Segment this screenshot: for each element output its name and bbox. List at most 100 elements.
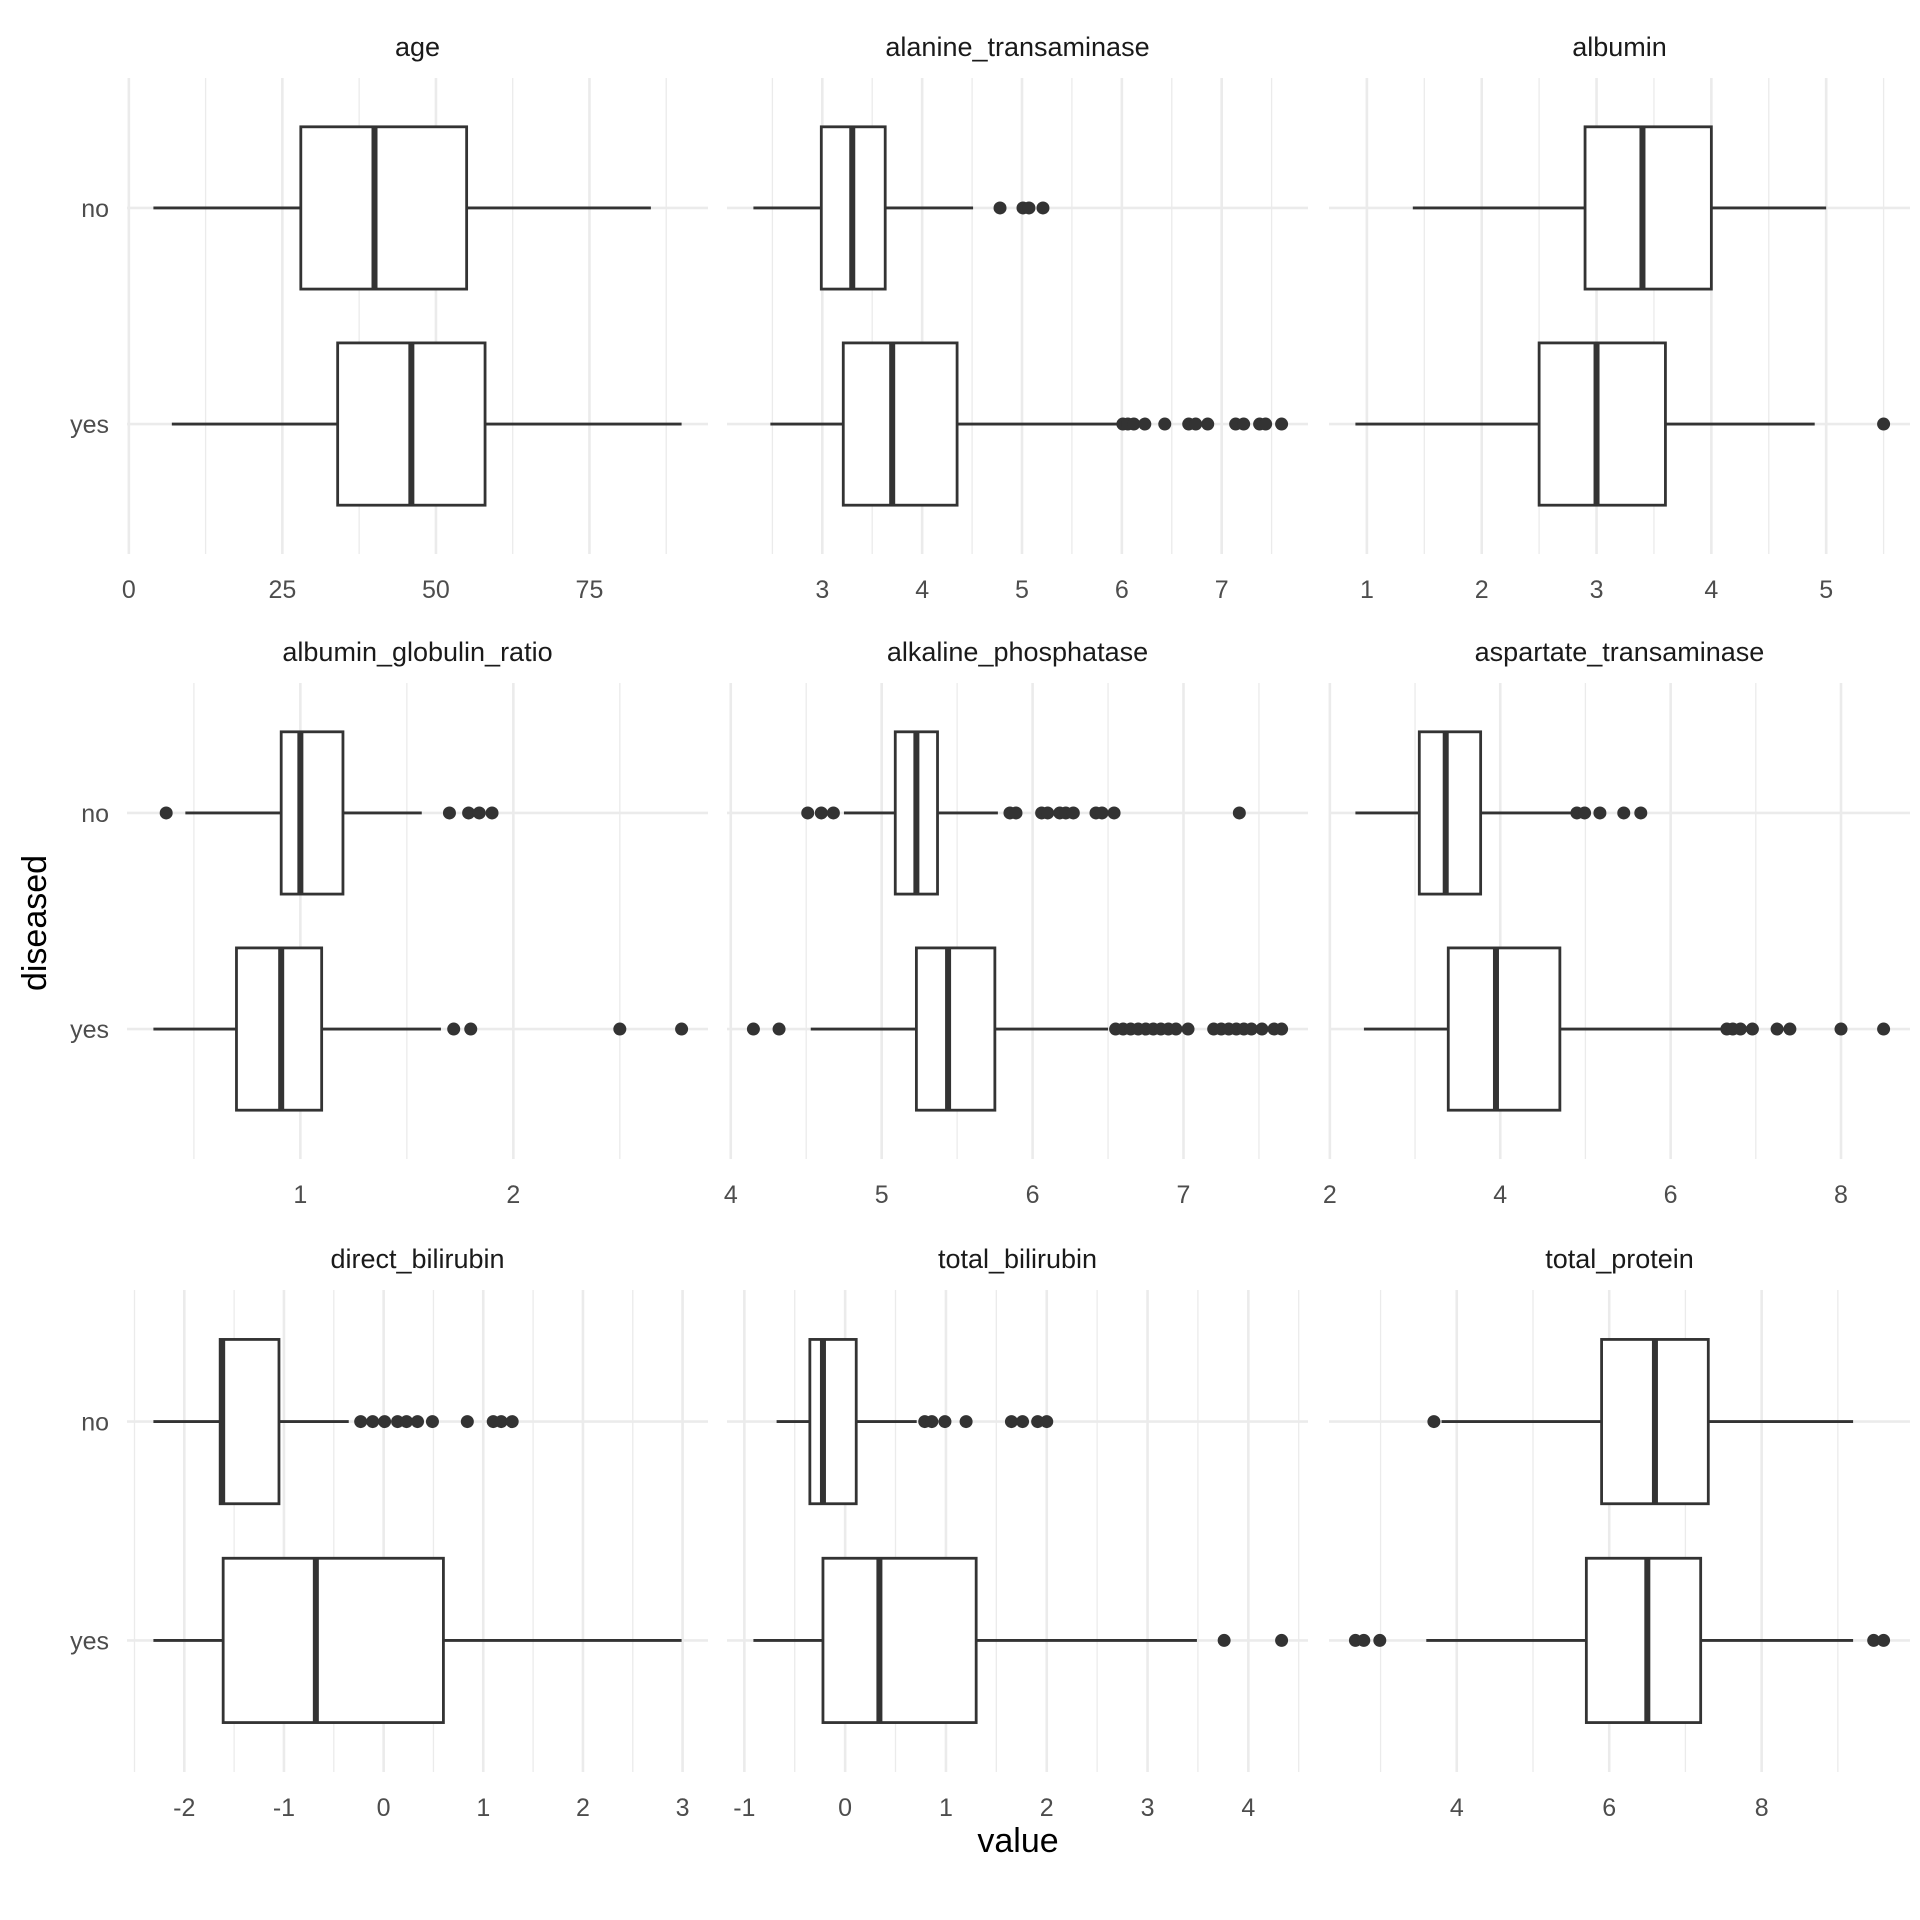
x-tick-label: 2	[1040, 1794, 1054, 1822]
box-no	[1355, 730, 1648, 896]
outlier-point	[1181, 1022, 1195, 1036]
outlier-point	[938, 1415, 952, 1429]
outlier-point	[485, 806, 499, 820]
outlier-point	[801, 806, 815, 820]
x-tick-label: 6	[1664, 1181, 1678, 1209]
x-tick-label: 3	[1141, 1794, 1155, 1822]
x-tick-label: 0	[377, 1794, 391, 1822]
facet-title: total_protein	[1545, 1244, 1694, 1274]
outlier-point	[378, 1415, 392, 1429]
iqr-box	[218, 1338, 281, 1506]
outlier-point	[1237, 417, 1251, 431]
box-yes	[1363, 946, 1891, 1112]
x-tick-label: 0	[122, 576, 136, 604]
x-tick-label: 2	[1475, 576, 1489, 604]
outlier-point	[464, 1022, 478, 1036]
y-tick-label: yes	[70, 1627, 109, 1655]
outlier-point	[1275, 1022, 1289, 1036]
iqr-box	[221, 1556, 445, 1724]
x-tick-label: 3	[1590, 576, 1604, 604]
y-tick-label: no	[81, 1409, 109, 1437]
outlier-point	[1783, 1022, 1797, 1036]
outlier-point	[494, 1415, 508, 1429]
box-yes	[1348, 1556, 1891, 1724]
x-tick-label: 6	[1115, 576, 1129, 604]
outlier-point	[1867, 1633, 1881, 1647]
x-tick-label: 1	[293, 1181, 307, 1209]
x-tick-label: -2	[173, 1794, 195, 1822]
x-tick-label: 7	[1177, 1181, 1191, 1209]
outlier-point	[1770, 1022, 1784, 1036]
x-tick-label: 4	[1493, 1181, 1507, 1209]
facet-title: aspartate_transaminase	[1475, 637, 1765, 667]
outlier-point	[462, 806, 476, 820]
outlier-point	[1009, 806, 1023, 820]
x-tick-label: 0	[838, 1794, 852, 1822]
facet-title: alanine_transaminase	[885, 32, 1149, 62]
box-no	[153, 125, 651, 291]
outlier-point	[1095, 806, 1109, 820]
panel-aspartate_transaminase: 2 4 6 8 aspartate_transaminase	[1323, 637, 1910, 1209]
outlier-point	[1138, 417, 1152, 431]
facet-title: alkaline_phosphatase	[887, 637, 1148, 667]
outlier-point	[1255, 1022, 1269, 1036]
x-axis-title: value	[977, 1822, 1058, 1860]
outlier-point	[400, 1415, 414, 1429]
x-tick-label: 2	[576, 1794, 590, 1822]
x-tick-label: 8	[1755, 1794, 1769, 1822]
outlier-point	[1373, 1633, 1387, 1647]
outlier-point	[1275, 417, 1289, 431]
x-tick-label: 3	[815, 576, 829, 604]
box-yes	[153, 1556, 682, 1724]
iqr-box	[808, 1338, 858, 1506]
outlier-point	[411, 1415, 424, 1429]
x-tick-label: 5	[875, 1181, 889, 1209]
y-tick-label: no	[81, 195, 109, 223]
outlier-point	[1107, 806, 1121, 820]
x-tick-label: 2	[1323, 1181, 1337, 1209]
outlier-point	[366, 1415, 380, 1429]
facet-title: albumin_globulin_ratio	[282, 637, 552, 667]
outlier-point	[826, 806, 840, 820]
outlier-point	[1232, 806, 1246, 820]
outlier-point	[814, 806, 828, 820]
outlier-point	[391, 1415, 405, 1429]
outlier-point	[1745, 1022, 1759, 1036]
outlier-point	[1877, 1022, 1891, 1036]
outlier-point	[1040, 1415, 1054, 1429]
y-tick-label: yes	[70, 1016, 109, 1044]
outlier-point	[354, 1415, 368, 1429]
iqr-box	[841, 341, 959, 507]
iqr-box	[821, 1556, 978, 1724]
outlier-point	[1217, 1633, 1231, 1647]
outlier-point	[505, 1415, 519, 1429]
x-tick-label: 4	[915, 576, 929, 604]
outlier-point	[1127, 417, 1141, 431]
facet-title: albumin	[1572, 32, 1667, 62]
x-tick-label: 1	[1360, 576, 1374, 604]
outlier-point	[1158, 417, 1172, 431]
x-tick-label: 6	[1602, 1794, 1616, 1822]
outlier-point	[425, 1415, 439, 1429]
box-yes	[1355, 341, 1891, 507]
outlier-point	[1578, 806, 1592, 820]
outlier-point	[993, 201, 1007, 215]
outlier-point	[1036, 201, 1050, 215]
facet-title: age	[395, 32, 440, 62]
outlier-point	[746, 1022, 760, 1036]
box-no	[1427, 1338, 1854, 1506]
outlier-point	[772, 1022, 786, 1036]
x-tick-label: 1	[476, 1794, 490, 1822]
outlier-point	[447, 1022, 461, 1036]
outlier-point	[1016, 1415, 1030, 1429]
outlier-point	[442, 806, 456, 820]
outlier-point	[1031, 1415, 1045, 1429]
outlier-point	[1733, 1022, 1747, 1036]
x-tick-label: 8	[1834, 1181, 1848, 1209]
outlier-point	[1259, 417, 1273, 431]
